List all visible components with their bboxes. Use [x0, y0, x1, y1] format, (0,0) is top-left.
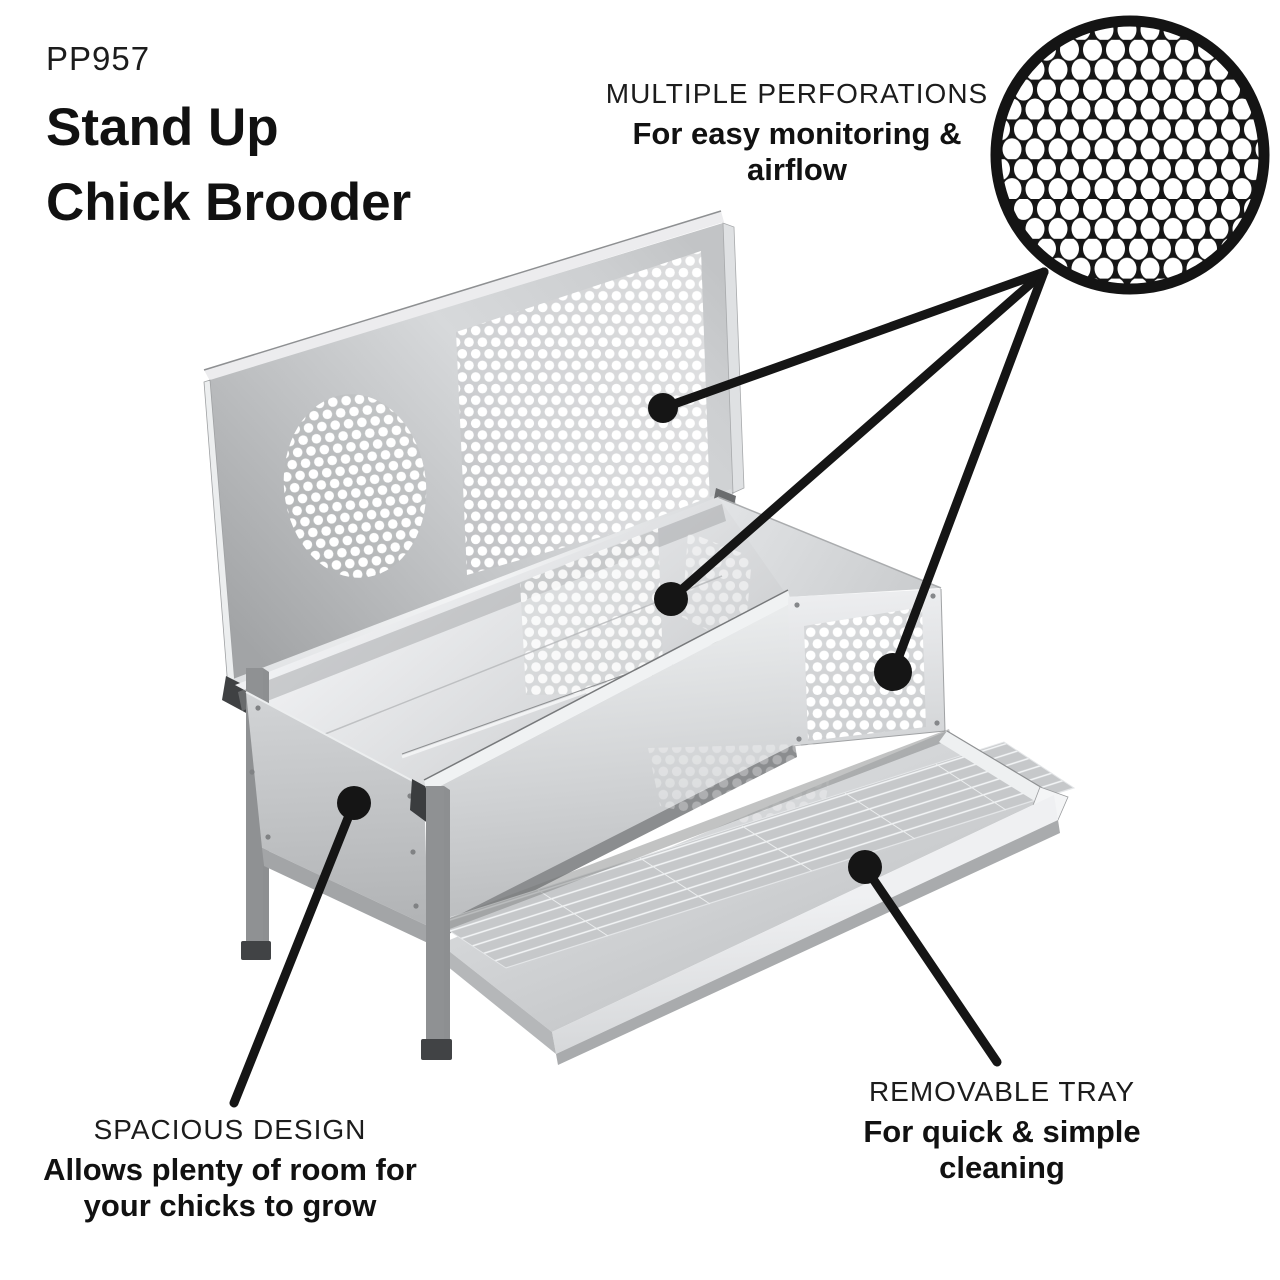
- lid-square-perforation-patch: [456, 251, 710, 575]
- right-end-panel: [788, 588, 946, 747]
- mesh-detail-circle: [990, 15, 1270, 295]
- callout-line-side-perforation: [888, 267, 1049, 677]
- callout-line-interior-perforation: [666, 267, 1049, 604]
- panel-screws: [794, 593, 940, 742]
- callout-desc-spacious-line1: Allows plenty of room for: [43, 1152, 417, 1187]
- lid-oval-perforation-patch: [283, 394, 427, 578]
- removable-tray: [434, 729, 1076, 1065]
- callout-title-perforations: MULTIPLE PERFORATIONS: [605, 78, 989, 109]
- product-title-line1: Stand Up: [46, 98, 279, 157]
- callout-line-spacious: [229, 798, 359, 1108]
- product-code: PP957: [46, 40, 151, 77]
- callout-line-lid-perforation: [658, 267, 1049, 413]
- product-title: Stand Up Chick Brooder: [46, 90, 411, 240]
- lid-perforation-dot: [648, 393, 678, 423]
- callout-desc-perforations-line2: airflow: [747, 152, 847, 187]
- callout-desc-spacious-line2: your chicks to grow: [83, 1188, 377, 1223]
- front-left-leg: [421, 786, 452, 1060]
- spacious-design-dot: [337, 786, 371, 820]
- callout-lines: [229, 267, 1049, 1108]
- side-panel-perforation-patch: [804, 607, 926, 741]
- callout-desc-tray-line2: cleaning: [939, 1150, 1065, 1185]
- callout-desc-tray-line1: For quick & simple: [863, 1114, 1141, 1149]
- callout-title-spacious: SPACIOUS DESIGN: [93, 1114, 367, 1145]
- removable-tray-dot: [848, 850, 882, 884]
- wire-mesh-floor: [434, 741, 1076, 969]
- callout-line-tray: [860, 862, 1002, 1067]
- product-title-line2: Chick Brooder: [46, 173, 412, 232]
- callout-label-spacious: SPACIOUS DESIGN Allows plenty of room fo…: [0, 1114, 490, 1224]
- callout-title-tray: REMOVABLE TRAY: [868, 1076, 1136, 1107]
- interior-perforation-dot: [654, 582, 688, 616]
- lid-panel: [203, 210, 745, 689]
- side-panel-perforation-dot: [874, 653, 912, 691]
- callout-dots: [337, 393, 912, 884]
- callout-label-perforations: MULTIPLE PERFORATIONS For easy monitorin…: [537, 78, 1057, 188]
- callout-label-tray: REMOVABLE TRAY For quick & simple cleani…: [742, 1076, 1262, 1186]
- callout-desc-perforations-line1: For easy monitoring &: [632, 116, 962, 151]
- leg-foot: [241, 941, 271, 960]
- tray-rim: [939, 731, 1054, 808]
- leg-foot: [421, 1039, 452, 1060]
